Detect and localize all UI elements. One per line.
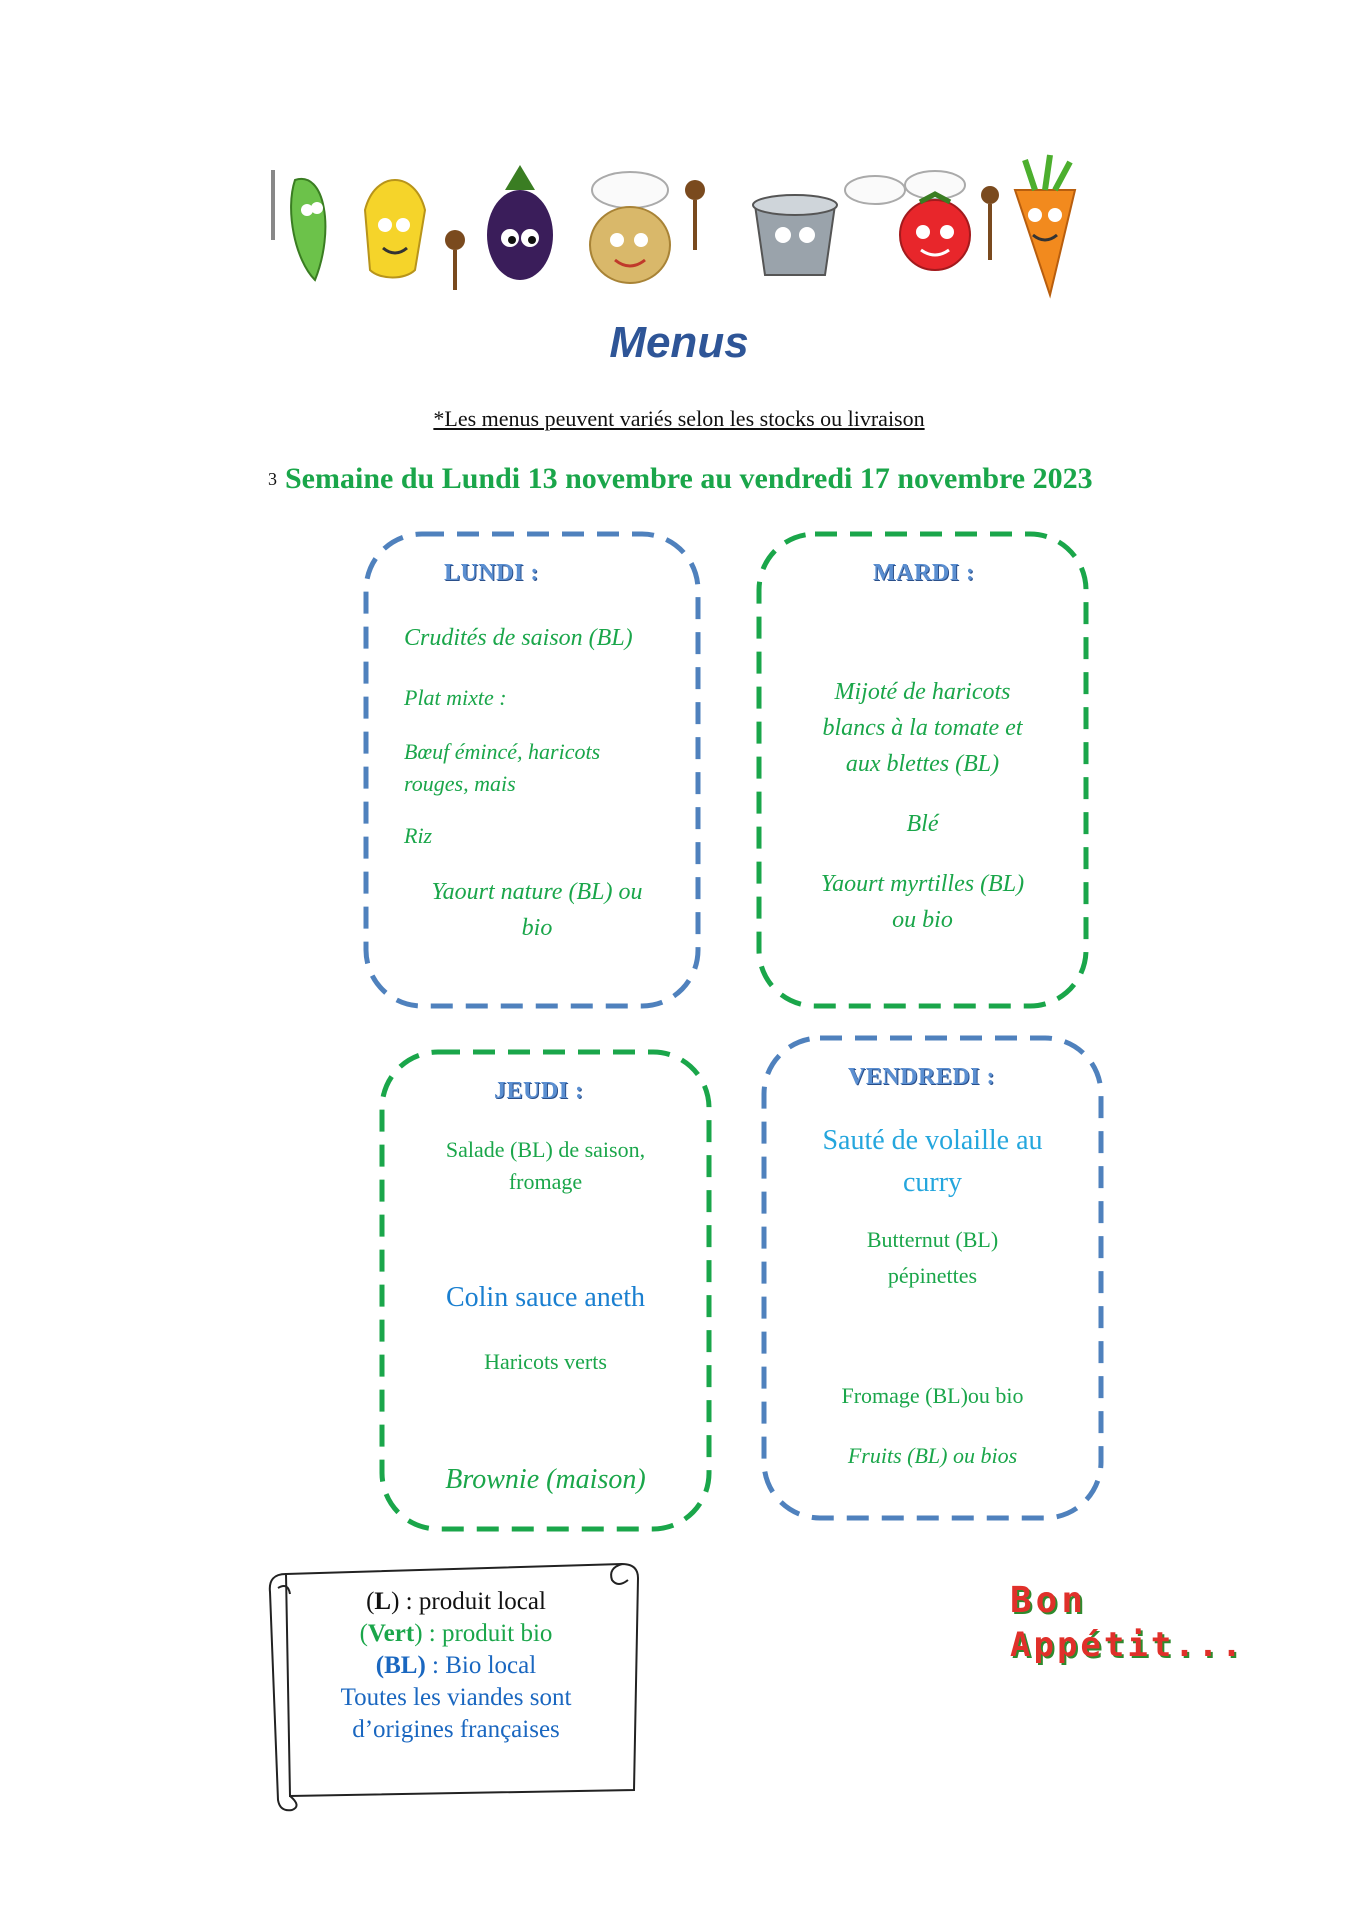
dish-mardi-3: aux blettes (BL): [845, 751, 1000, 777]
dish-vendredi-5: Fromage (BL)ou bio: [841, 1383, 1024, 1408]
dashed-border: [756, 531, 1089, 1009]
dish-mardi-5: Yaourt myrtilles (BL): [820, 871, 1025, 897]
dish-mardi-1: Mijoté de haricots: [834, 679, 1011, 705]
dish-jeudi-1: Salade (BL) de saison,: [445, 1137, 646, 1162]
dashed-border: [363, 531, 701, 1009]
tomato-icon: [899, 170, 971, 271]
carrot-icon: [981, 154, 1077, 299]
legend-bio-local: (BL) : Bio local: [375, 1652, 537, 1679]
day-title-jeudi: JEUDI :: [494, 1078, 584, 1104]
dish-jeudi-5: Brownie (maison): [445, 1464, 646, 1495]
dish-lundi-3: Bœuf émincé, haricots: [404, 739, 601, 764]
dish-jeudi-3: Colin sauce aneth: [445, 1282, 646, 1313]
potato-chef-icon: [589, 171, 705, 284]
day-box-mardi: MARDI : Mijoté de haricots blancs à la t…: [755, 530, 1090, 1010]
day-title-lundi: LUNDI :: [444, 560, 539, 586]
dish-mardi-4: Blé: [906, 811, 939, 837]
week-title: Semaine du Lundi 13 novembre au vendredi…: [285, 462, 1093, 495]
legend-text: (L) : produit local (Vert) : produit bio…: [296, 1586, 616, 1746]
dish-jeudi-2: fromage: [508, 1169, 583, 1194]
cooking-pot-icon: [752, 175, 906, 276]
bon-text: Bon: [1010, 1580, 1088, 1621]
day-title-vendredi: VENDREDI :: [848, 1064, 996, 1090]
vegetable-banner-illustration: [271, 154, 1077, 299]
dish-lundi-5: Riz: [404, 823, 433, 848]
appetit-text: Appétit...: [1010, 1625, 1245, 1665]
dashed-border: [761, 1035, 1104, 1521]
week-number: 3: [268, 468, 277, 489]
dish-vendredi-1: Sauté de volaille au: [822, 1125, 1043, 1156]
dashed-border: [379, 1049, 712, 1532]
dish-mardi-6: ou bio: [892, 907, 953, 933]
dish-jeudi-4: Haricots verts: [484, 1349, 607, 1374]
legend-local: (L) : produit local: [366, 1588, 546, 1615]
legend-scroll: [268, 1562, 640, 1812]
dish-vendredi-3: Butternut (BL): [866, 1227, 999, 1252]
dish-mardi-2: blancs à la tomate et: [822, 715, 1023, 741]
legend-bio: (Vert) : produit bio: [359, 1620, 553, 1647]
legend-meat-origin-1: Toutes les viandes sont: [340, 1684, 572, 1711]
dish-vendredi-6: Fruits (BL) ou bios: [847, 1443, 1018, 1468]
pea-pod-icon: [271, 170, 327, 282]
day-box-jeudi: JEUDI : Salade (BL) de saison, fromage C…: [378, 1048, 713, 1533]
dish-lundi-1: Crudités de saison (BL): [404, 625, 633, 651]
banana-icon: [363, 179, 465, 290]
dish-vendredi-2: curry: [902, 1167, 963, 1198]
day-title-mardi: MARDI :: [873, 560, 975, 586]
page-title: Menus: [609, 318, 749, 367]
dish-lundi-7: bio: [521, 915, 553, 941]
stock-note: *Les menus peuvent variés selon les stoc…: [433, 406, 925, 431]
dish-lundi-4: rouges, mais: [404, 771, 516, 796]
eggplant-icon: [487, 165, 553, 280]
day-box-lundi: LUNDI : Crudités de saison (BL) Plat mix…: [362, 530, 702, 1010]
legend-meat-origin-2: d’origines françaises: [352, 1716, 560, 1743]
dish-lundi-2: Plat mixte :: [404, 685, 507, 710]
bon-appetit-logo: Bon Appétit...: [1010, 1580, 1270, 1690]
day-box-vendredi: VENDREDI : Sauté de volaille au curry Bu…: [760, 1034, 1105, 1522]
week-heading: 3 Semaine du Lundi 13 novembre au vendred…: [268, 462, 1093, 496]
dish-lundi-6: Yaourt nature (BL) ou: [431, 879, 643, 905]
dish-vendredi-4: pépinettes: [887, 1263, 978, 1288]
